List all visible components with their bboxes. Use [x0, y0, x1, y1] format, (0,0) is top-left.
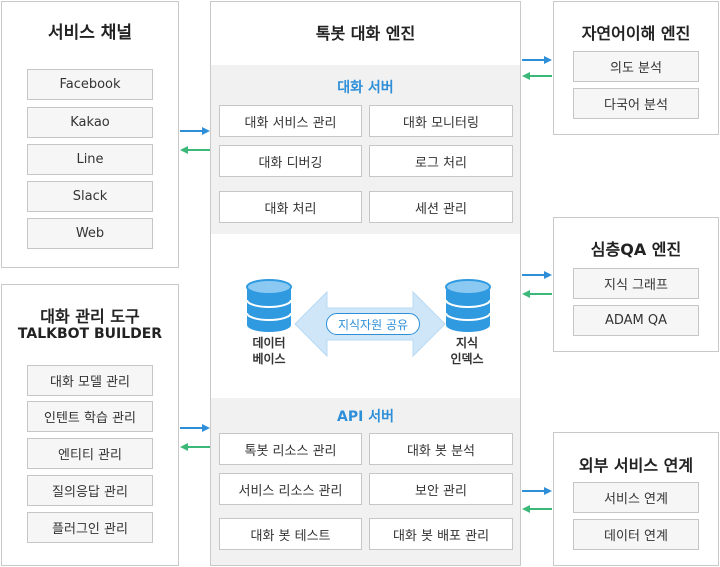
- ds-service-mgmt[interactable]: 대화 서비스 관리: [219, 105, 362, 137]
- mgmt-entity[interactable]: 엔티티 관리: [27, 438, 153, 469]
- mgmt-tool-title: 대화 관리 도구: [40, 307, 140, 326]
- arrow-engine-to-nlu: [522, 56, 552, 64]
- ds-session-mgmt[interactable]: 세션 관리: [369, 191, 513, 223]
- api-bot-deploy[interactable]: 대화 봇 배포 관리: [369, 518, 513, 550]
- api-service-resource[interactable]: 서비스 리소스 관리: [219, 473, 362, 505]
- mgmt-tool-panel: 대화 관리 도구 TALKBOT BUILDER 대화 모델 관리 인텐트 학습…: [1, 284, 179, 566]
- api-bot-test[interactable]: 대화 봇 테스트: [219, 518, 362, 550]
- mgmt-plugin[interactable]: 플러그인 관리: [27, 512, 153, 543]
- index-label: 지식 인덱스: [437, 335, 497, 367]
- index-icon: [445, 279, 491, 332]
- ds-log-processing[interactable]: 로그 처리: [369, 145, 513, 177]
- arrow-engine-to-external: [522, 487, 552, 495]
- external-service-link[interactable]: 서비스 연계: [573, 482, 699, 513]
- arrow-engine-to-qa: [522, 271, 552, 279]
- engine-panel: 톡봇 대화 엔진 대화 서버 대화 서비스 관리 대화 모니터링 대화 디버깅 …: [210, 1, 521, 566]
- api-talkbot-resource[interactable]: 톡봇 리소스 관리: [219, 433, 362, 465]
- arrow-nlu-to-engine: [522, 72, 552, 80]
- nlu-intent-analysis[interactable]: 의도 분석: [573, 51, 699, 82]
- channel-web[interactable]: Web: [27, 218, 153, 249]
- arrow-external-to-engine: [522, 505, 552, 513]
- nlu-panel: 자연어이해 엔진 의도 분석 다국어 분석: [553, 1, 719, 135]
- qa-adam[interactable]: ADAM QA: [573, 305, 699, 336]
- mgmt-intent-training[interactable]: 인텐트 학습 관리: [27, 401, 153, 432]
- external-title: 외부 서비스 연계: [578, 456, 694, 475]
- api-bot-analysis[interactable]: 대화 봇 분석: [369, 433, 513, 465]
- channel-slack[interactable]: Slack: [27, 181, 153, 212]
- qa-knowledge-graph[interactable]: 지식 그래프: [573, 268, 699, 299]
- arrow-engine-to-channels: [180, 146, 210, 154]
- database-label-line2: 베이스: [252, 352, 286, 366]
- qa-title: 심층QA 엔진: [590, 240, 682, 259]
- database-label: 데이터 베이스: [239, 335, 299, 367]
- external-data-link[interactable]: 데이터 연계: [573, 519, 699, 550]
- mgmt-dialog-model[interactable]: 대화 모델 관리: [27, 365, 153, 396]
- share-label: 지식자원 공유: [326, 313, 420, 335]
- qa-panel: 심층QA 엔진 지식 그래프 ADAM QA: [553, 217, 719, 352]
- arrow-qa-to-engine: [522, 290, 552, 298]
- engine-title: 톡봇 대화 엔진: [315, 24, 416, 43]
- ds-monitoring[interactable]: 대화 모니터링: [369, 105, 513, 137]
- api-server-band: API 서버 톡봇 리소스 관리 대화 봇 분석 서비스 리소스 관리 보안 관…: [211, 398, 520, 565]
- dialog-server-band: 대화 서버 대화 서비스 관리 대화 모니터링 대화 디버깅 로그 처리 대화 …: [211, 65, 520, 234]
- database-icon: [246, 279, 292, 332]
- api-security[interactable]: 보안 관리: [369, 473, 513, 505]
- nlu-title: 자연어이해 엔진: [581, 24, 691, 43]
- ds-dialog-processing[interactable]: 대화 처리: [219, 191, 362, 223]
- nlu-multilang-analysis[interactable]: 다국어 분석: [573, 88, 699, 119]
- index-label-line1: 지식: [455, 336, 479, 350]
- api-server-title: API 서버: [337, 409, 394, 425]
- ds-debugging[interactable]: 대화 디버깅: [219, 145, 362, 177]
- channel-facebook[interactable]: Facebook: [27, 69, 153, 100]
- database-label-line1: 데이터: [252, 336, 286, 350]
- mgmt-qa[interactable]: 질의응답 관리: [27, 475, 153, 506]
- mgmt-tool-subtitle: TALKBOT BUILDER: [17, 326, 163, 342]
- service-channels-title: 서비스 채널: [47, 23, 133, 43]
- external-panel: 외부 서비스 연계 서비스 연계 데이터 연계: [553, 432, 719, 566]
- dialog-server-title: 대화 서버: [337, 80, 394, 96]
- arrow-engine-to-tool: [180, 443, 210, 451]
- index-label-line2: 인덱스: [450, 352, 484, 366]
- service-channels-panel: 서비스 채널 Facebook Kakao Line Slack Web: [1, 1, 179, 268]
- arrow-tool-to-engine: [180, 424, 210, 432]
- arrow-channels-to-engine: [180, 127, 210, 135]
- channel-kakao[interactable]: Kakao: [27, 107, 153, 138]
- channel-line[interactable]: Line: [27, 144, 153, 175]
